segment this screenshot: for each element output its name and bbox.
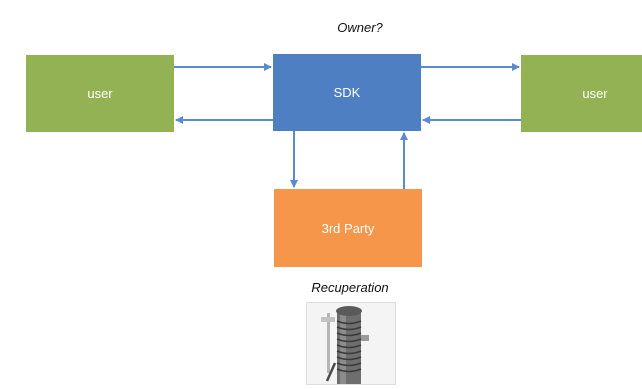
user-left-node: user — [26, 55, 174, 132]
third-party-node: 3rd Party — [274, 189, 422, 267]
coiled-cylinder-device-photo-icon — [306, 302, 396, 385]
owner-label: Owner? — [337, 20, 383, 35]
user-right-node: user — [521, 55, 642, 132]
recuperation-label: Recuperation — [311, 280, 389, 295]
sdk-node: SDK — [273, 54, 421, 131]
